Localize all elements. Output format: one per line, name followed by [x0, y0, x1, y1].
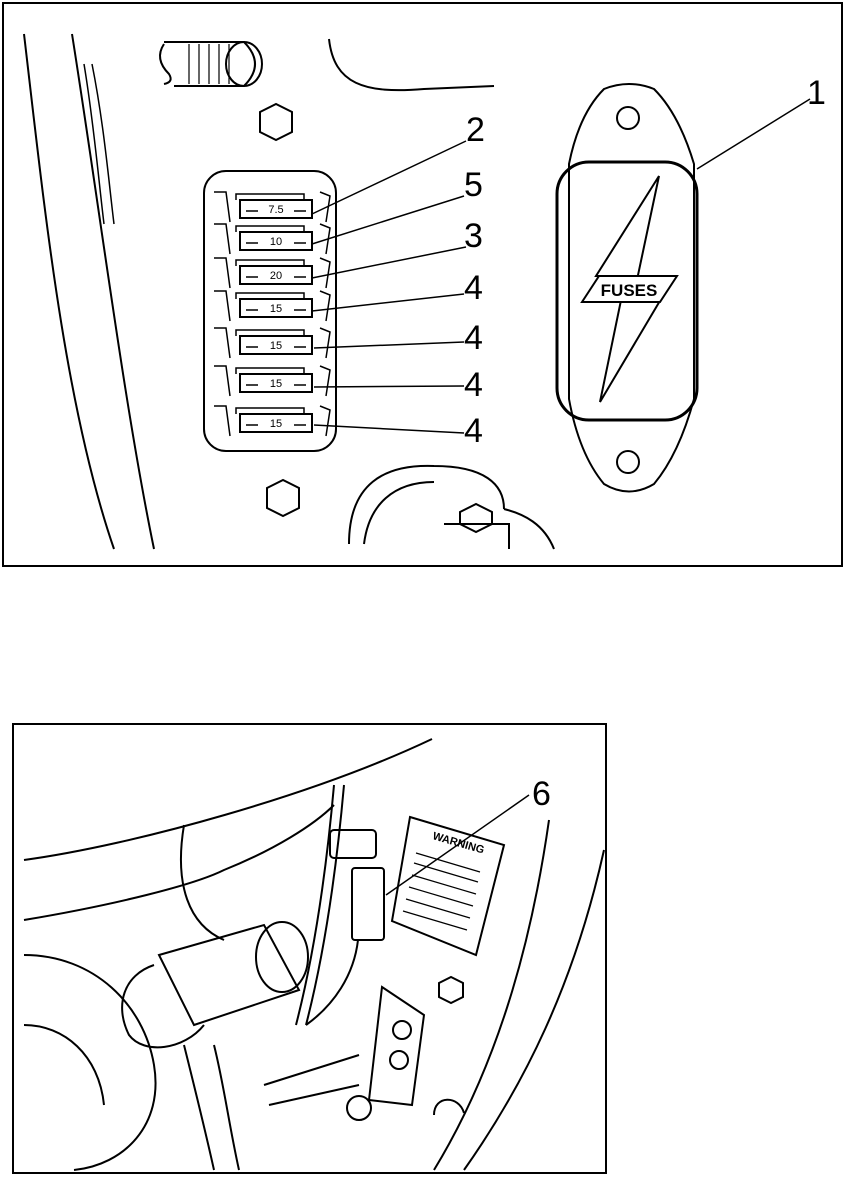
fuse-top [235, 292, 305, 299]
fuse-block-outline [203, 170, 337, 452]
callout-4b: 4 [464, 319, 483, 357]
hex-nut [266, 478, 300, 518]
bolt-lug [159, 43, 172, 85]
fuse-5: 15 [214, 327, 331, 359]
fender-lower [23, 804, 335, 921]
connector-location-figure: WARNING 6 [12, 723, 607, 1174]
component-dome [348, 464, 505, 545]
panel-edge [433, 819, 550, 1171]
fuse-stack: 7.5 10 20 15 15 15 15 [214, 191, 331, 437]
fuse-cover-label [555, 160, 699, 422]
tank-outline [23, 954, 157, 1171]
component-dome-inner [363, 481, 435, 545]
callout-4a: 4 [464, 269, 483, 307]
fuse-body [239, 231, 313, 251]
connector-wire [305, 939, 359, 1026]
fuse-panel-drawing: FUSES 7.5 10 20 15 15 15 15 1 2 5 3 4 4 4 4 [23, 33, 826, 550]
mounting-hole [616, 106, 640, 130]
fuse-2: 10 [214, 223, 331, 255]
component-edge [503, 508, 555, 550]
callout-2: 2 [466, 111, 485, 149]
fuse-body [239, 335, 313, 355]
fuse-top [235, 329, 305, 336]
fuse-body [239, 413, 313, 433]
panel-cutout [433, 1098, 465, 1116]
fuse-4: 15 [214, 290, 331, 322]
fuse-slot [214, 405, 331, 437]
fuses-badge [580, 275, 679, 303]
fuse-top [235, 225, 305, 232]
fuse-body [239, 265, 313, 285]
linkage-rod [263, 1054, 360, 1106]
fuse-top [235, 259, 305, 266]
fuse-panel-figure: FUSES 7.5 10 20 15 15 15 15 1 2 5 3 4 4 4 4 [2, 2, 843, 567]
tank-inner [23, 1024, 105, 1106]
callout-3: 3 [464, 217, 483, 255]
bolt-washer [444, 523, 510, 549]
fuses-label: FUSES [601, 281, 658, 300]
hex-nut [259, 102, 293, 142]
fuse-rating-label: 15 [270, 340, 282, 352]
motor-end [255, 921, 309, 993]
fuse-top [235, 407, 305, 414]
hex-nut [438, 975, 464, 1005]
fuse-slot [214, 290, 331, 322]
bolt-end [225, 41, 263, 87]
fuse-slot [214, 327, 331, 359]
callout-4c: 4 [464, 366, 483, 404]
hose [183, 1044, 215, 1171]
fuse-slot [214, 223, 331, 255]
fuse-top [235, 193, 305, 200]
warning-title: WARNING [431, 830, 485, 856]
hose [213, 1044, 240, 1171]
callout-1: 1 [807, 74, 826, 112]
fuse-body [239, 298, 313, 318]
mounting-bracket [367, 985, 426, 1107]
motor-body [157, 923, 301, 1027]
callout-5: 5 [464, 166, 483, 204]
bracket-bolt [346, 1095, 372, 1121]
leader-line-6 [385, 794, 530, 896]
bracket-bolt [389, 1050, 409, 1070]
fuse-rating-label: 20 [270, 270, 282, 282]
bolt-threads [188, 44, 230, 84]
motor-wiring [121, 964, 205, 1049]
fuse-3: 20 [214, 257, 331, 289]
housing-curve [328, 38, 495, 92]
wire-harness [295, 784, 335, 1026]
fender-inner [180, 824, 225, 941]
connector-clip [329, 829, 377, 859]
fuse-rating-label: 15 [270, 418, 282, 430]
callout-4d: 4 [464, 412, 483, 450]
wire-harness [305, 784, 345, 1026]
wire-line [91, 63, 115, 225]
fuse-top [235, 367, 305, 374]
fuse-7: 15 [214, 405, 331, 437]
connector-6 [351, 867, 385, 941]
fuse-1: 7.5 [214, 191, 331, 223]
bracket-bolt [392, 1020, 412, 1040]
mounting-hole [616, 450, 640, 474]
fuse-rating-label: 15 [270, 378, 282, 390]
hex-bolt [459, 502, 493, 534]
body-edge-line [71, 33, 155, 550]
body-edge-line [23, 33, 115, 550]
fuse-6: 15 [214, 365, 331, 397]
fuse-rating-label: 15 [270, 303, 282, 315]
fuse-slot [214, 191, 331, 223]
warning-label-text-lines [402, 852, 481, 931]
callout-6: 6 [532, 775, 551, 813]
fuse-body [239, 199, 313, 219]
fuse-slot [214, 257, 331, 289]
fuse-body [239, 373, 313, 393]
connector-drawing: WARNING 6 [23, 738, 605, 1171]
wire-line [83, 63, 105, 225]
fuse-rating-label: 7.5 [268, 204, 283, 216]
fuse-rating-label: 10 [270, 236, 282, 248]
fender-edge [23, 738, 433, 861]
panel-edge [463, 849, 605, 1171]
leader-lines [311, 98, 811, 434]
